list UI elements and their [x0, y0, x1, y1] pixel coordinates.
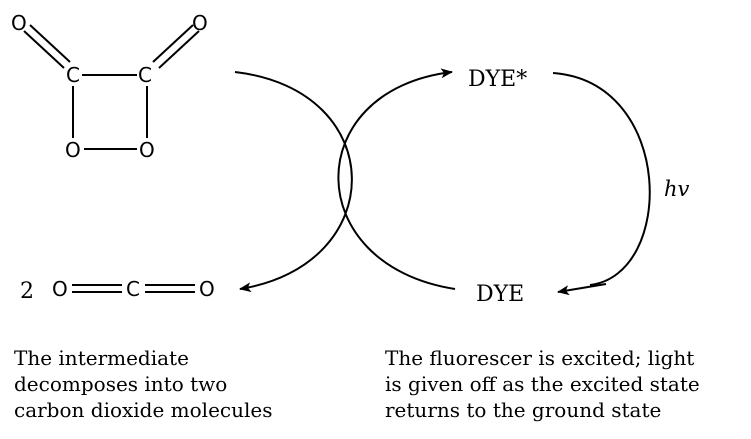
decomposition-arc-arrow — [234, 71, 353, 293]
hv-backing — [661, 172, 691, 202]
atom-c-left: C — [66, 63, 80, 87]
product-atom-o-right: O — [199, 277, 215, 301]
double-bond-right-b — [158, 30, 200, 69]
product-coefficient: 2 — [20, 279, 34, 304]
carbon-dioxide-product: 2 O C O — [20, 277, 215, 304]
atom-c-right: C — [138, 63, 152, 87]
atom-o-ring-left: O — [65, 138, 81, 162]
emission-arc — [552, 72, 651, 286]
atom-o-top-left: O — [11, 11, 27, 35]
excited-dye-label: DYE* — [468, 67, 527, 92]
caption-line: The intermediate — [14, 346, 189, 370]
caption-line: The fluorescer is excited; light — [385, 346, 695, 370]
atom-o-ring-right: O — [139, 138, 155, 162]
double-bond-left-b — [29, 24, 71, 63]
ground-dye-label: DYE — [476, 282, 524, 307]
atom-o-top-right: O — [192, 11, 208, 35]
double-bond-left-a — [23, 30, 65, 69]
excitation-arc-arrow — [337, 68, 456, 290]
caption-line: carbon dioxide molecules — [14, 398, 273, 422]
photon-emission-label: hv — [664, 177, 690, 201]
reaction-arcs — [234, 68, 651, 296]
caption-line: decomposes into two — [14, 372, 228, 396]
product-atom-c: C — [126, 277, 140, 301]
double-bond-right-a — [152, 24, 194, 63]
dioxetanedione-structure: O O C C O O — [11, 11, 208, 162]
caption-line: returns to the ground state — [385, 398, 662, 422]
caption-decomposition: The intermediate decomposes into two car… — [14, 345, 273, 423]
bonds — [23, 24, 200, 150]
product-atom-o-left: O — [52, 277, 68, 301]
caption-fluorescence: The fluorescer is excited; light is give… — [385, 345, 700, 423]
return-arrow — [557, 283, 607, 296]
caption-line: is given off as the excited state — [385, 372, 700, 396]
